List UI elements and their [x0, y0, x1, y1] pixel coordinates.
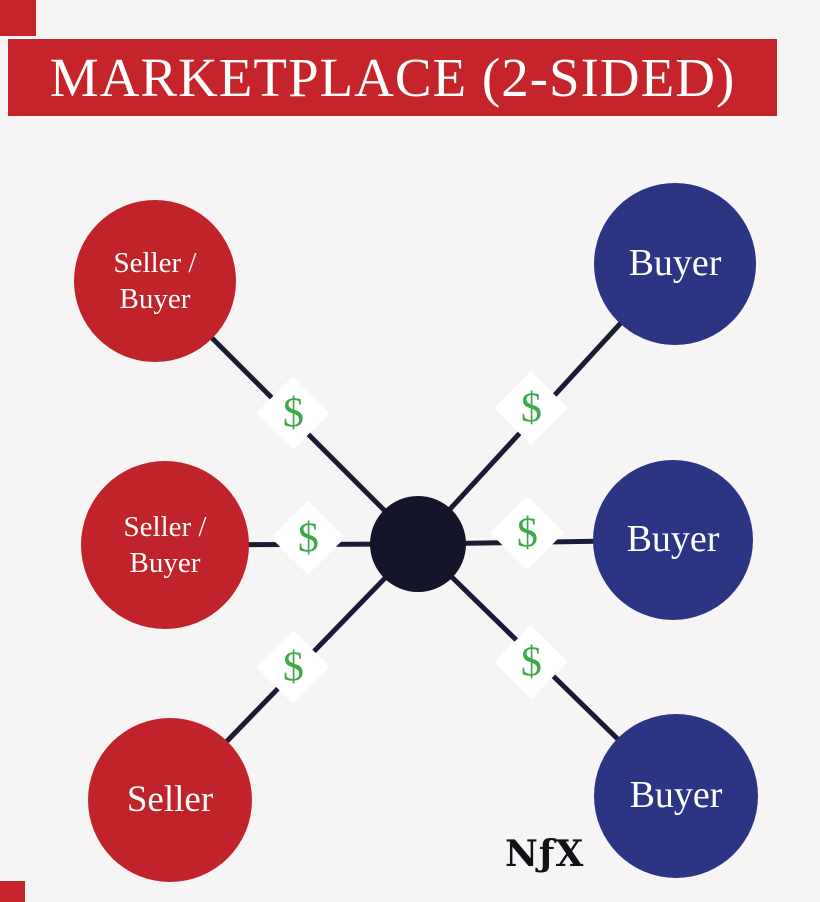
diagram-title: MARKETPLACE (2-SIDED)	[49, 47, 736, 108]
node-buyer-middle: Buyer	[593, 460, 753, 620]
node-buyer-bottom: Buyer	[594, 714, 758, 878]
dollar-icon: $	[520, 385, 542, 431]
node-label: Buyer	[628, 242, 722, 285]
corner-accent-bottom-left	[0, 881, 25, 902]
dollar-icon: $	[297, 515, 319, 561]
node-buyer-top: Buyer	[594, 183, 756, 345]
node-label: Seller	[126, 778, 214, 820]
node-label: Buyer	[626, 518, 720, 561]
dollar-icon: $	[520, 639, 542, 685]
dollar-icon: $	[282, 644, 304, 690]
marketplace-hub-node	[370, 496, 466, 592]
node-label: Seller / Buyer	[123, 510, 207, 579]
node-seller: Seller	[88, 718, 252, 882]
corner-accent-top-left	[0, 0, 36, 36]
nfx-logo: NƒX	[505, 833, 585, 875]
dollar-icon: $	[282, 390, 304, 436]
diagram-title-banner: MARKETPLACE (2-SIDED)	[8, 39, 777, 116]
node-label: Buyer	[629, 774, 723, 817]
node-seller-buyer-top: Seller / Buyer	[74, 200, 236, 362]
node-label: Seller / Buyer	[113, 246, 197, 315]
dollar-icon: $	[516, 510, 538, 556]
node-seller-buyer-middle: Seller / Buyer	[81, 461, 249, 629]
